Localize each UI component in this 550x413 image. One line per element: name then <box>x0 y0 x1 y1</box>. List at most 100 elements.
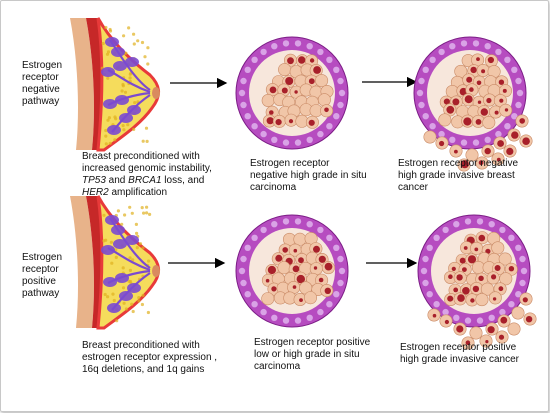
cell-nucleus <box>506 147 514 155</box>
myoepithelial-cell <box>495 130 502 138</box>
cell-nucleus <box>308 119 315 126</box>
myoepithelial-cell <box>282 40 290 47</box>
myoepithelial-cell <box>464 317 472 324</box>
myoepithelial-cell <box>476 317 484 324</box>
myoepithelial-cell <box>442 226 449 234</box>
myoepithelial-cell <box>251 234 258 241</box>
cell-nucleus <box>502 88 507 93</box>
caption-fragment: and <box>105 175 129 186</box>
myoepithelial-cell <box>251 56 258 63</box>
nipple <box>152 265 160 277</box>
fat-globule <box>145 211 149 215</box>
caption-fragment: BRCA1 <box>128 175 162 186</box>
fat-globule <box>126 123 130 127</box>
fat-globule <box>130 302 134 306</box>
fat-globule <box>137 299 141 303</box>
myoepithelial-cell <box>504 56 511 63</box>
myoepithelial-cell <box>442 308 449 316</box>
myoepithelial-cell <box>515 77 522 85</box>
myoepithelial-cell <box>337 77 344 85</box>
myoepithelial-cell <box>240 101 247 109</box>
tumor-cell <box>475 293 489 307</box>
myoepithelial-cell <box>420 267 428 275</box>
fat-globule <box>108 27 112 32</box>
myoepithelial-cell <box>333 113 340 120</box>
fat-globule <box>121 266 125 270</box>
cell-nucleus <box>491 274 497 280</box>
cell-nucleus <box>487 56 494 64</box>
breast-caption-er-positive: Breast preconditioned with estrogen rece… <box>82 340 232 376</box>
myoepithelial-cell <box>433 301 440 308</box>
cell-nucleus <box>446 105 455 114</box>
myoepithelial-cell <box>306 221 313 228</box>
cell-nucleus <box>492 297 497 301</box>
fat-globule <box>122 301 126 305</box>
myoepithelial-cell <box>519 279 526 287</box>
myoepithelial-cell <box>294 40 302 47</box>
chest-wall <box>70 18 94 150</box>
cell-nucleus <box>287 57 294 65</box>
myoepithelial-cell <box>515 101 522 109</box>
caption-fragment: Breast preconditioned with estrogen rece… <box>82 340 218 375</box>
fat-globule <box>127 279 131 283</box>
fat-globule <box>147 259 151 263</box>
tumor-cell <box>480 282 494 296</box>
caption-fragment: loss, and <box>161 175 205 186</box>
myoepithelial-cell <box>508 234 515 241</box>
lobule <box>111 225 125 235</box>
cell-nucleus <box>452 98 460 106</box>
myoepithelial-cell <box>260 130 267 138</box>
fat-globule <box>123 90 128 94</box>
cell-nucleus <box>459 87 468 96</box>
myoepithelial-cell <box>317 226 324 234</box>
fat-globule <box>104 142 108 146</box>
myoepithelial-cell <box>426 291 433 298</box>
myoepithelial-cell <box>240 255 247 263</box>
cell-nucleus <box>444 319 449 325</box>
myoepithelial-cell <box>306 43 313 50</box>
myoepithelial-cell <box>511 66 518 74</box>
insitu-caption-er-negative: Estrogen receptor negative high grade in… <box>250 158 367 193</box>
fat-globule <box>113 115 117 119</box>
myoepithelial-cell <box>449 43 456 50</box>
cell-nucleus <box>275 119 282 126</box>
lobule <box>115 95 129 105</box>
myoepithelial-cell <box>438 130 445 138</box>
fat-globule <box>128 205 132 209</box>
cell-nucleus <box>485 340 489 344</box>
myoepithelial-cell <box>326 56 333 63</box>
lobule <box>127 105 141 115</box>
fat-globule <box>106 295 110 299</box>
myoepithelial-cell <box>240 77 247 85</box>
myoepithelial-cell <box>317 130 324 138</box>
myoepithelial-cell <box>472 40 480 47</box>
myoepithelial-cell <box>251 123 258 130</box>
myoepithelial-cell <box>519 255 526 263</box>
lobule <box>119 291 133 301</box>
cell-nucleus <box>486 97 492 104</box>
cell-nucleus <box>496 157 501 162</box>
myoepithelial-cell <box>333 66 340 74</box>
fat-globule <box>130 211 134 215</box>
duct-insitu-er-negative <box>235 36 349 150</box>
myoepithelial-cell <box>460 40 468 47</box>
cell-nucleus <box>476 57 480 61</box>
myoepithelial-cell <box>449 136 456 143</box>
fat-globule <box>122 128 126 132</box>
tumor-cell <box>469 326 483 340</box>
fat-globule <box>135 246 139 250</box>
myoepithelial-cell <box>294 139 302 146</box>
tumor-cell <box>315 74 329 88</box>
cell-nucleus <box>499 98 504 103</box>
cell-nucleus <box>472 285 480 293</box>
lobule <box>125 57 139 67</box>
fat-globule <box>143 55 147 59</box>
tumor-cell <box>491 241 505 255</box>
fat-globule <box>121 82 125 87</box>
myoepithelial-cell <box>499 308 506 316</box>
fat-globule <box>145 205 149 209</box>
cell-nucleus <box>522 137 530 145</box>
